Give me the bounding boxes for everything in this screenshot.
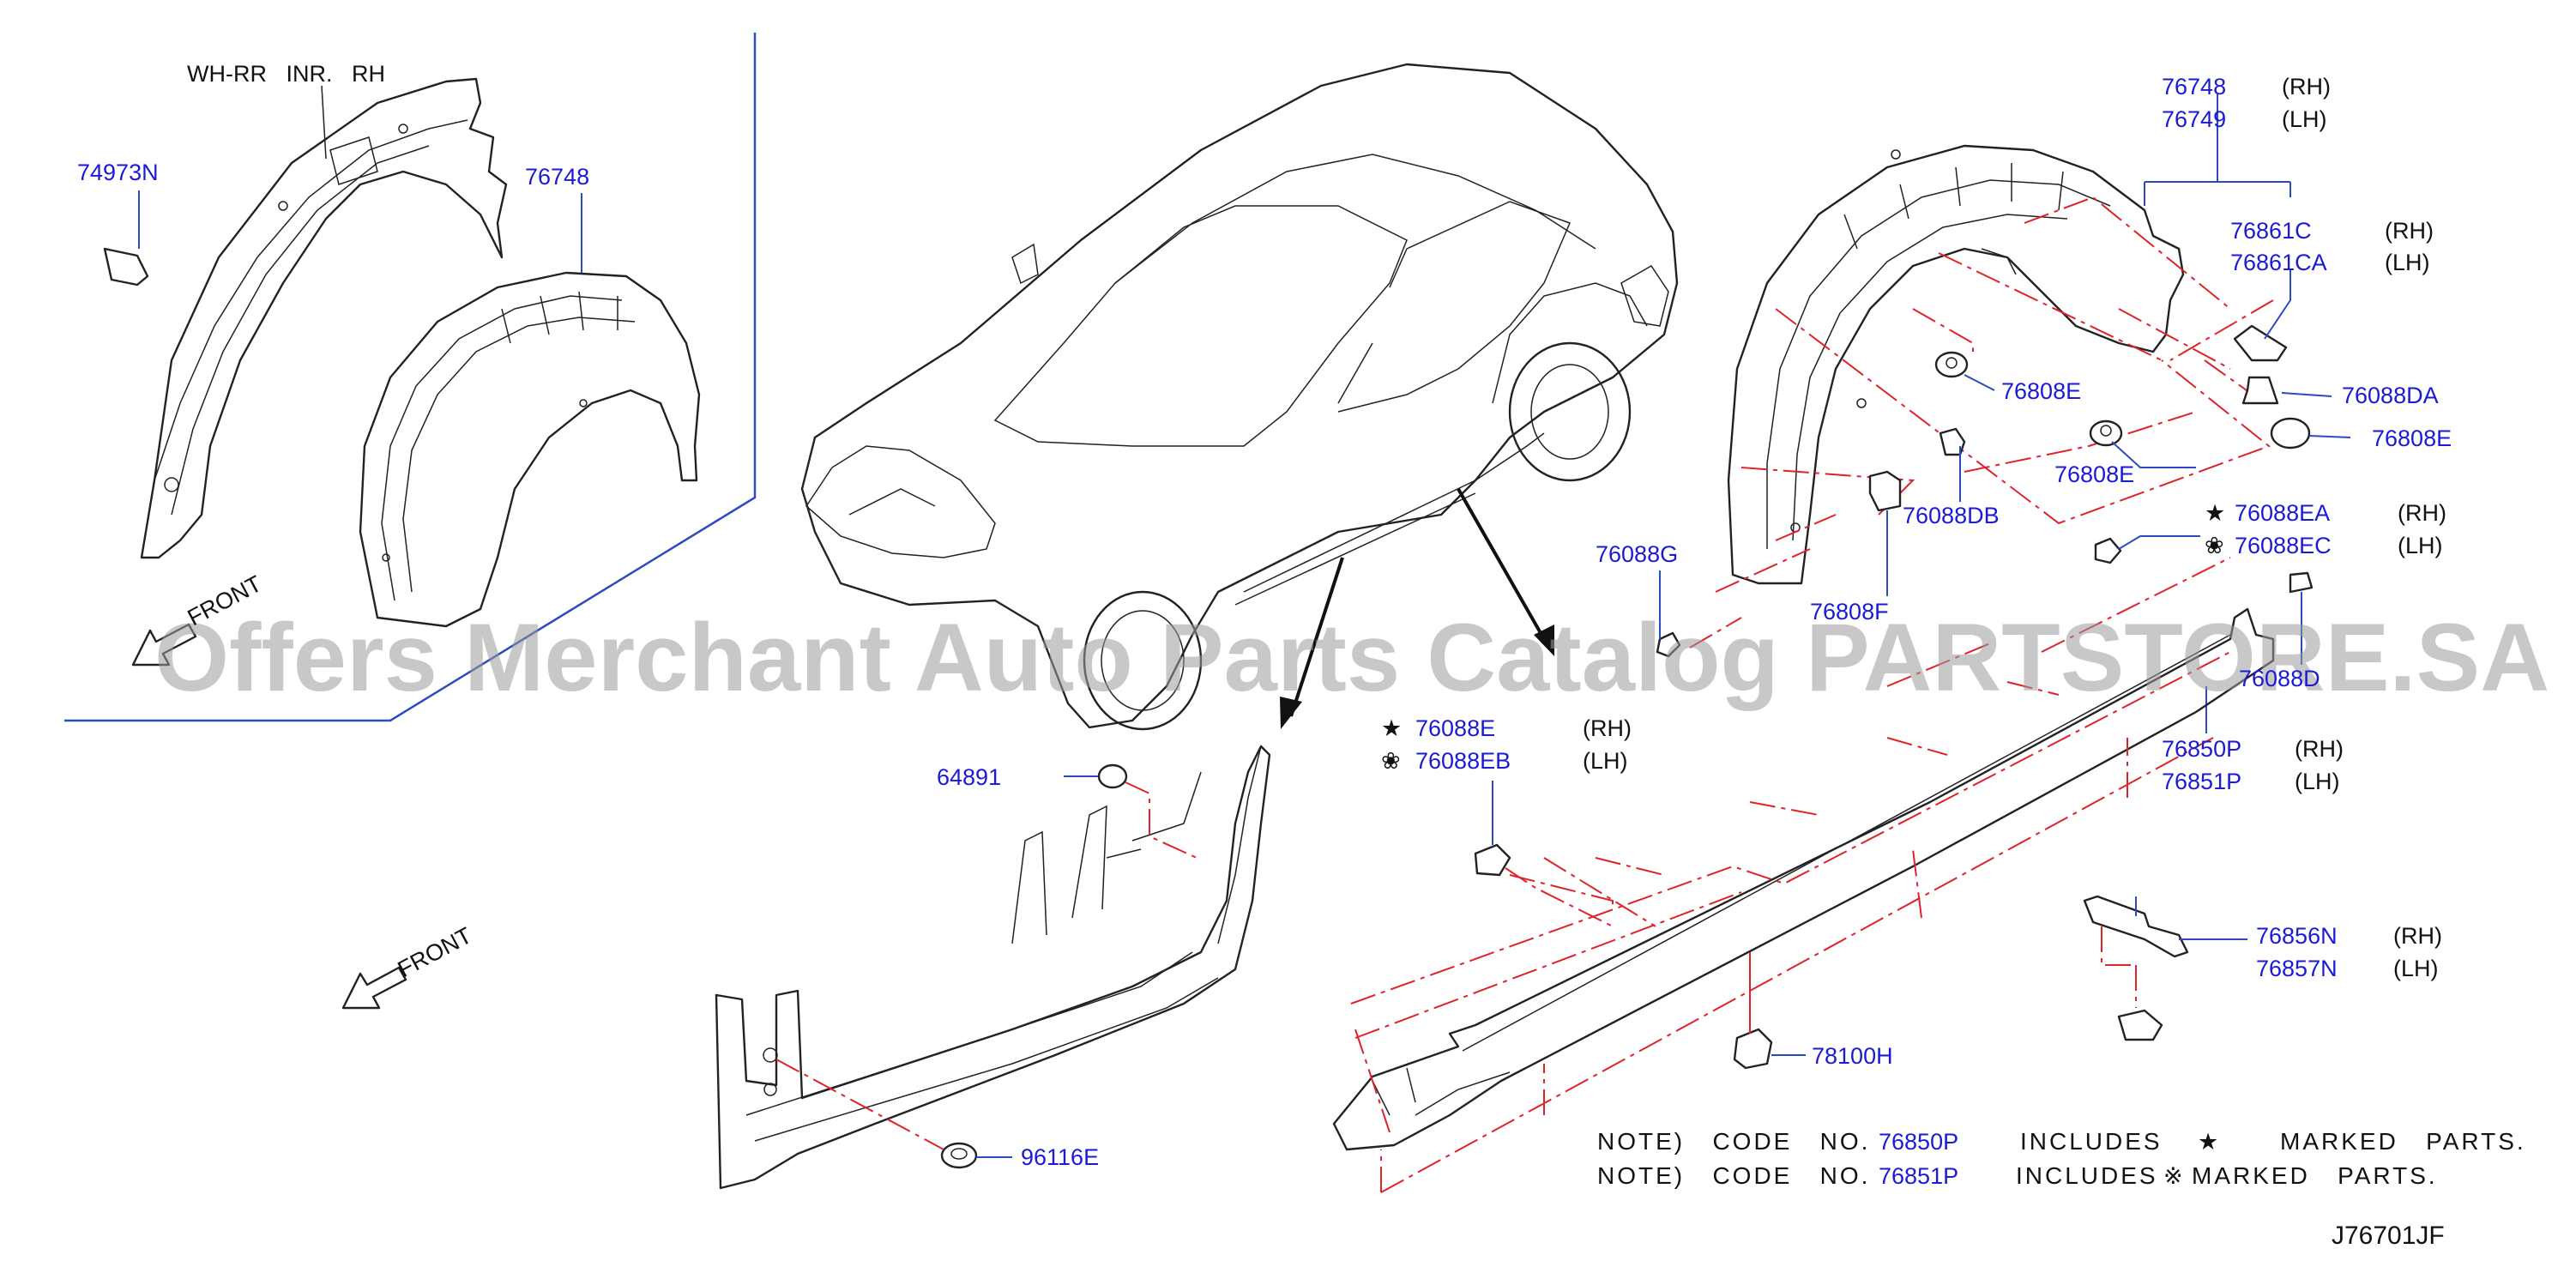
watermark: Offers Merchant Auto Parts Catalog PARTS… — [154, 604, 2549, 711]
clip-76808f-shape — [1868, 470, 1902, 512]
inset-wheelhouse-inner-rh — [140, 77, 508, 559]
phantom-wheelhouse-2 — [1740, 308, 2265, 516]
svg-text:76851P: 76851P — [1879, 1163, 1958, 1189]
side-lh-76851p: (LH) — [2295, 769, 2340, 794]
svg-text:76850P: 76850P — [1879, 1129, 1958, 1155]
side-lh-76088ec: (LH) — [2398, 533, 2443, 558]
main-front-label: FRONT — [394, 922, 476, 982]
svg-text:※: ※ — [2163, 1163, 2183, 1189]
clip-78100h-shape — [1733, 1028, 1773, 1070]
leader-inset-label — [321, 85, 327, 160]
callout-76088e[interactable]: 76088E — [1415, 715, 1495, 741]
clip-76808e-b-shape — [2089, 419, 2123, 447]
svg-text:MARKED PARTS.: MARKED PARTS. — [2280, 1128, 2526, 1155]
callout-76088da[interactable]: 76088DA — [2342, 383, 2439, 408]
diagram-code: J76701JF — [2332, 1222, 2445, 1250]
callout-76088d[interactable]: 76088D — [2239, 666, 2320, 691]
clip-76808e-c-shape — [2270, 417, 2311, 449]
star-symbol-76088ea: ★ — [2205, 500, 2225, 526]
flower-symbol-76088eb: ❀ — [1381, 748, 1401, 774]
phantom-76088e — [1505, 867, 1614, 927]
callout-64891[interactable]: 64891 — [937, 764, 1001, 790]
arrow-to-sill — [1457, 488, 1554, 656]
clip-76808e-a-shape — [1934, 351, 1969, 378]
callout-76850p[interactable]: 76850P — [2162, 736, 2241, 762]
phantom-96116e — [775, 1059, 944, 1150]
callout-76861ca[interactable]: 76861CA — [2230, 250, 2327, 275]
clip-76088da-shape — [2241, 376, 2279, 405]
svg-text:INCLUDES: INCLUDES — [2016, 1162, 2158, 1189]
rear-wheelhouse-protector — [1727, 144, 2185, 585]
callout-76808e-a[interactable]: 76808E — [2001, 378, 2081, 404]
clip-76088db-shape — [1939, 427, 1966, 456]
side-rh-76088e: (RH) — [1583, 715, 1632, 741]
inset-header-label: WH-RR INR. RH — [187, 61, 385, 87]
phantom-sill — [1350, 651, 2231, 1193]
callout-76808e-b[interactable]: 76808E — [2054, 462, 2134, 487]
callout-76088ec[interactable]: 76088EC — [2235, 533, 2332, 558]
phantom-sill-3 — [1543, 514, 2231, 927]
nut-shape — [2117, 1009, 2163, 1041]
callout-76856n[interactable]: 76856N — [2256, 923, 2338, 949]
phantom-sill-2 — [1509, 681, 2060, 909]
side-lh-76857n: (LH) — [2393, 956, 2439, 981]
note-row-1: NOTE) CODE NO. 76850P INCLUDES ★ MARKED … — [1597, 1128, 2526, 1155]
callout-76088ea[interactable]: 76088EA — [2235, 500, 2330, 526]
inset-front-arrow-icon — [131, 623, 197, 667]
callout-74973n-inset[interactable]: 74973N — [77, 160, 159, 185]
callout-76749[interactable]: 76749 — [2162, 106, 2226, 132]
plug-64891-shape — [1097, 763, 1128, 789]
svg-text:★: ★ — [2198, 1129, 2218, 1155]
callout-76748-inset[interactable]: 76748 — [525, 164, 589, 190]
svg-text:NOTE) CODE NO.: NOTE) CODE NO. — [1597, 1128, 1870, 1155]
side-rh-76088ea: (RH) — [2398, 500, 2446, 526]
callout-76088g[interactable]: 76088G — [1596, 541, 1678, 567]
leaders-right — [1659, 94, 2351, 733]
main-front-arrow-icon — [341, 966, 407, 1010]
callout-76088eb[interactable]: 76088EB — [1415, 748, 1511, 774]
inset-wheelhouse-protector — [359, 271, 701, 628]
side-rh-76861c: (RH) — [2385, 218, 2434, 244]
star-symbol-76088e: ★ — [1381, 715, 1402, 741]
arrow-to-rocker — [1280, 557, 1344, 729]
clip-76088g-shape — [1656, 631, 1681, 658]
flower-symbol-76088ec: ❀ — [2205, 533, 2224, 558]
side-lh-76861ca: (LH) — [2385, 250, 2430, 275]
side-rh-76748: (RH) — [2282, 74, 2331, 100]
clip-76088d-shape — [2289, 571, 2314, 594]
callout-76861c[interactable]: 76861C — [2230, 218, 2312, 244]
phantom-76856n — [2101, 926, 2137, 1008]
body-side-sill — [715, 745, 1271, 1190]
side-rh-76850p: (RH) — [2295, 736, 2344, 762]
callout-76857n[interactable]: 76857N — [2256, 956, 2338, 981]
svg-text:MARKED PARTS.: MARKED PARTS. — [2192, 1162, 2438, 1189]
clip-74973n-shape — [103, 247, 149, 287]
side-rh-76856n: (RH) — [2393, 923, 2442, 949]
clip-76088e-shape — [1474, 843, 1511, 877]
note-row-2: NOTE) CODE NO. 76851P INCLUDES ※ MARKED … — [1597, 1162, 2438, 1189]
side-lh-76088eb: (LH) — [1583, 748, 1628, 774]
callout-76748[interactable]: 76748 — [2162, 74, 2226, 100]
grommet-96116e-shape — [940, 1142, 978, 1169]
phantom-wheelhouse — [1775, 196, 2274, 525]
callout-78100h[interactable]: 78100H — [1812, 1043, 1893, 1069]
inset-border — [64, 33, 757, 722]
callout-76808f[interactable]: 76808F — [1810, 599, 1889, 624]
phantom-64891 — [1125, 781, 1198, 859]
bracket-76856n-shape — [2083, 895, 2189, 958]
clip-76088ea-shape — [2094, 537, 2122, 564]
side-lh-76749: (LH) — [2282, 106, 2327, 132]
callout-76808e-c[interactable]: 76808E — [2372, 425, 2452, 451]
svg-text:INCLUDES: INCLUDES — [2020, 1128, 2163, 1155]
clip-76861c-shape — [2233, 324, 2288, 362]
callout-76088db[interactable]: 76088DB — [1903, 503, 2000, 528]
svg-text:NOTE) CODE NO.: NOTE) CODE NO. — [1597, 1162, 1870, 1189]
callout-76851p[interactable]: 76851P — [2162, 769, 2241, 794]
callout-96116e[interactable]: 96116E — [1021, 1144, 1099, 1170]
vehicle-outline — [800, 63, 1679, 731]
side-sill-cover — [1332, 607, 2275, 1151]
